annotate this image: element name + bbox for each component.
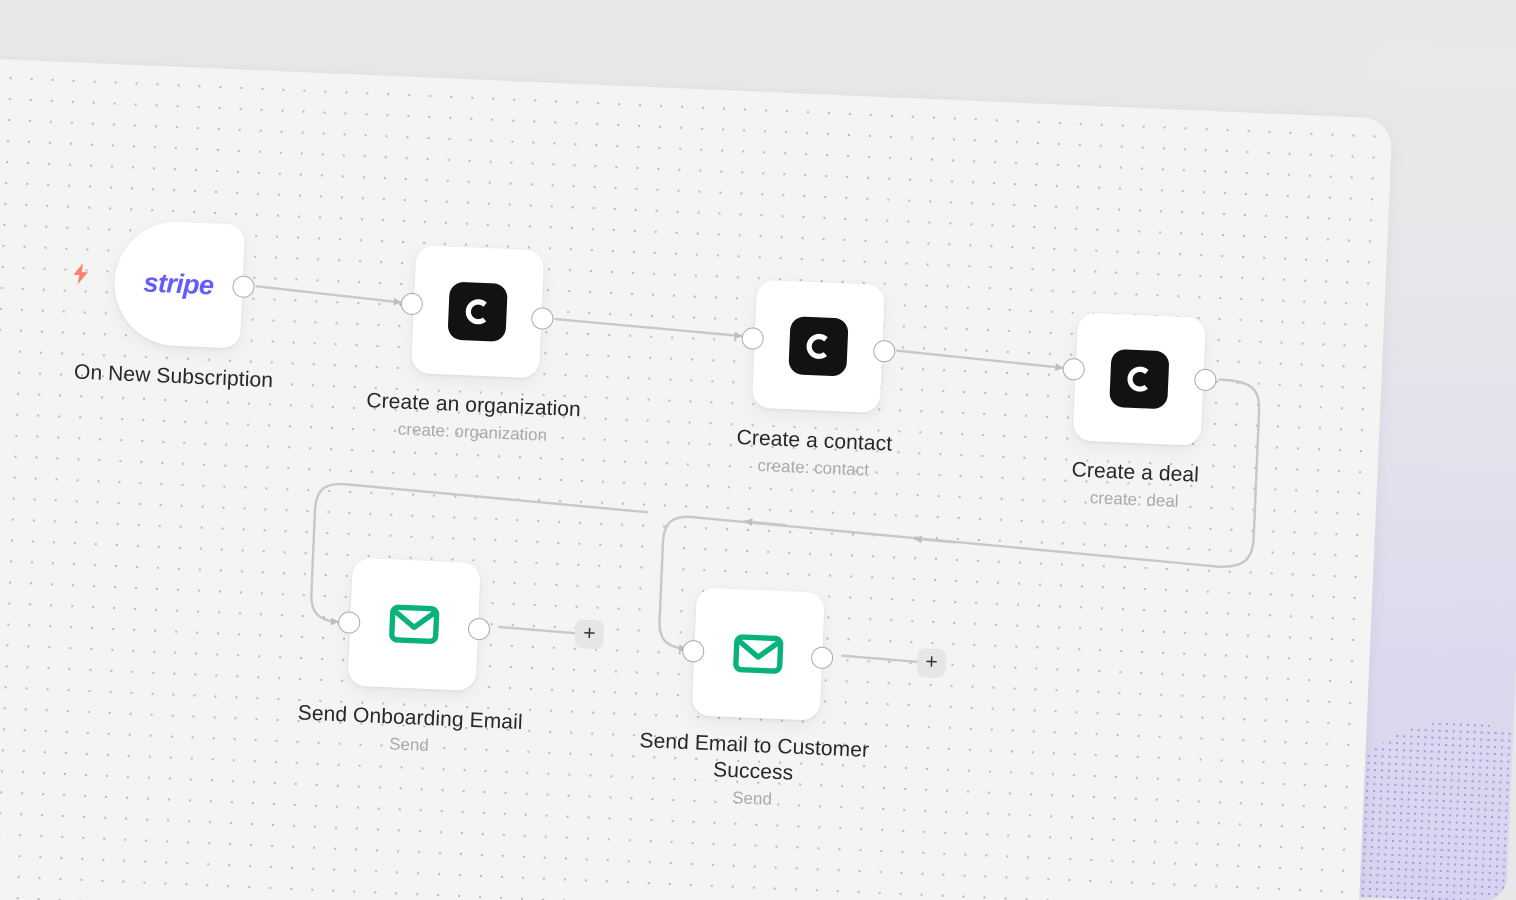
node-send-onboarding-email[interactable] xyxy=(347,557,481,692)
add-step-after-onboarding-email-button[interactable]: + xyxy=(574,619,605,650)
node-create-an-organization[interactable] xyxy=(410,245,545,379)
node-create-a-deal[interactable] xyxy=(1072,312,1207,446)
close-crm-icon xyxy=(788,316,849,377)
stripe-logo: stripe xyxy=(142,266,215,300)
plus-icon: + xyxy=(924,650,939,674)
add-step-after-customer-success-email-button[interactable]: + xyxy=(916,647,947,679)
connector-edges xyxy=(255,285,1261,664)
close-crm-icon xyxy=(447,281,508,342)
node-create-a-contact[interactable] xyxy=(751,279,886,414)
node-send-email-to-customer-success[interactable] xyxy=(691,587,825,721)
close-crm-icon xyxy=(1109,348,1170,410)
envelope-icon xyxy=(389,604,440,645)
workflow-canvas-wrapper: stripe On New Subscription Create an org… xyxy=(0,58,1393,900)
lightning-bolt-icon xyxy=(67,258,94,289)
envelope-icon xyxy=(733,634,784,674)
plus-icon: + xyxy=(582,621,597,646)
